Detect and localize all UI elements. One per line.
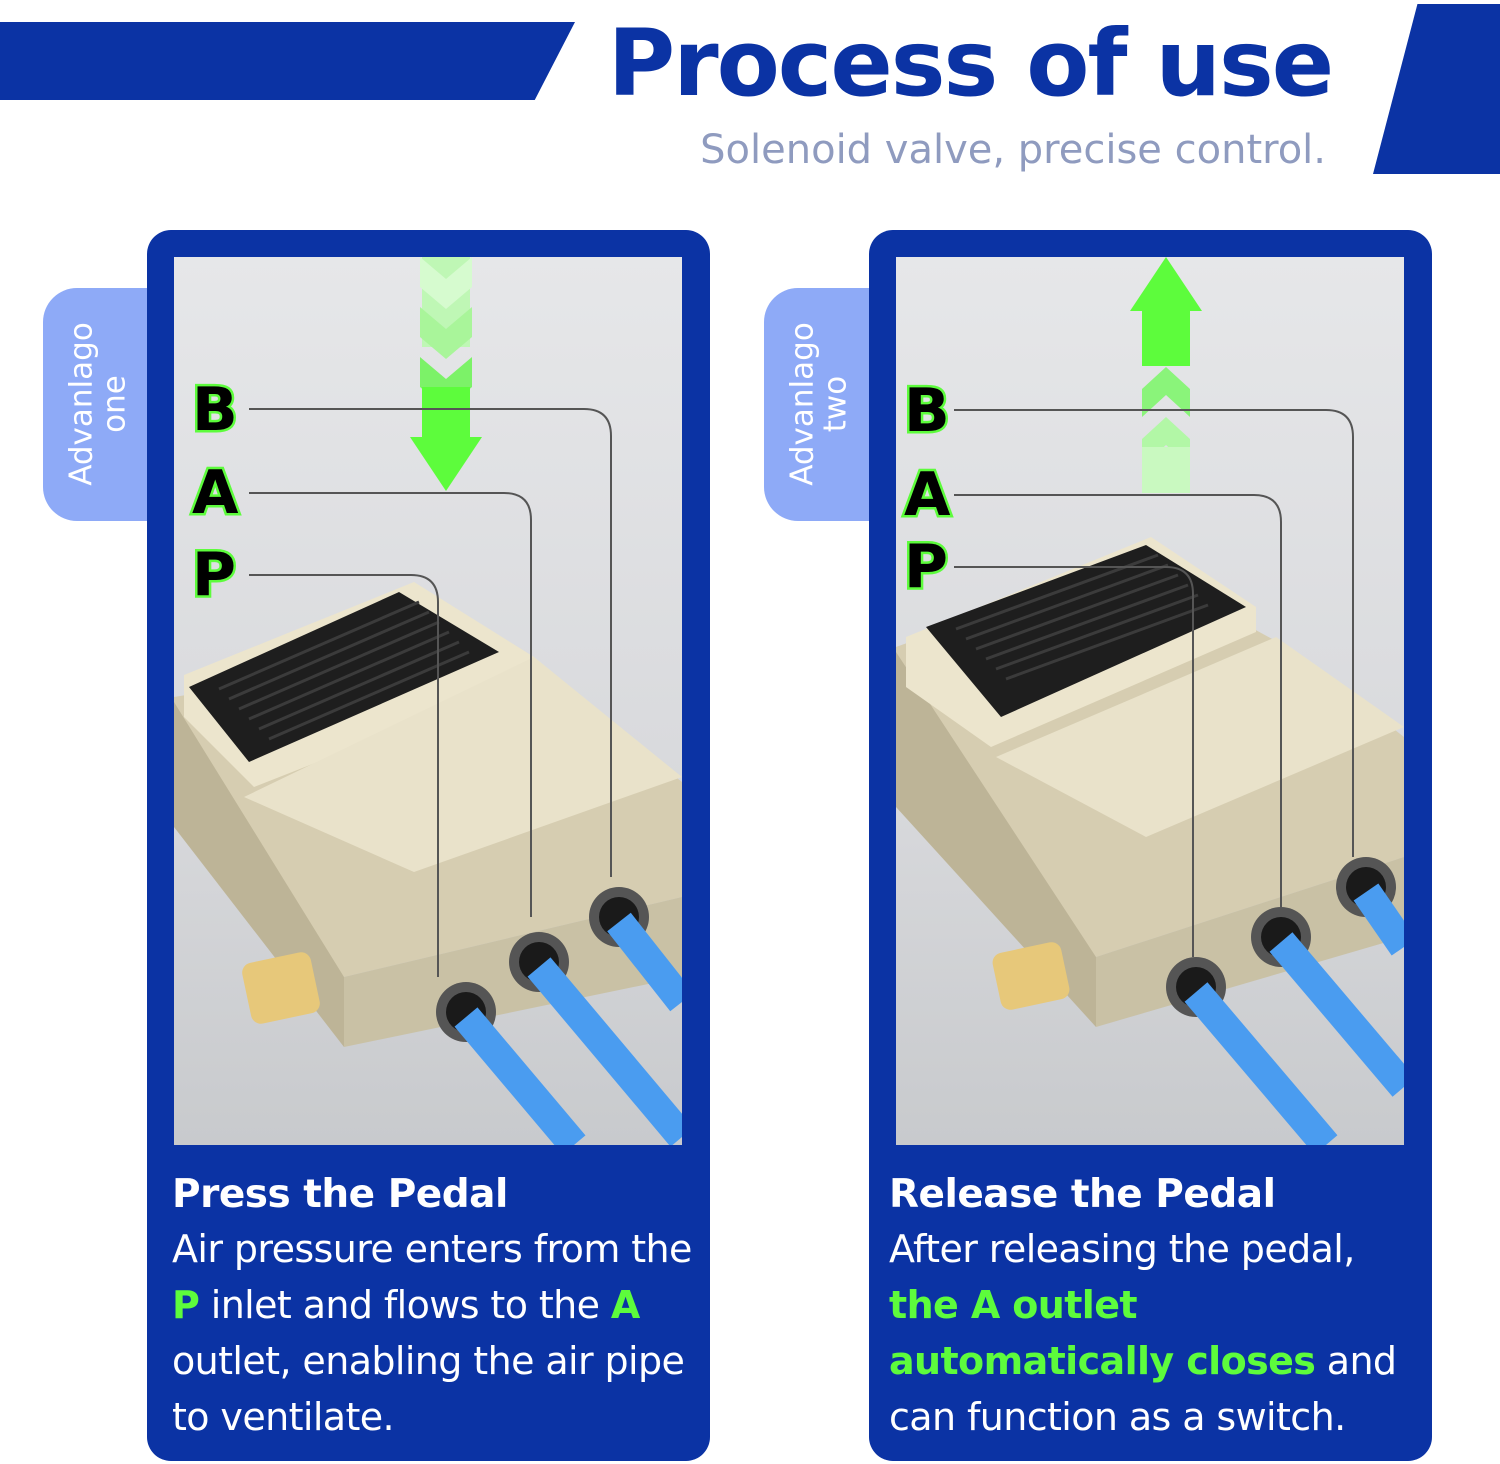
step-caption-two: Release the Pedal After releasing the pe… [889, 1170, 1429, 1446]
port-label-a: A [904, 460, 951, 530]
step-card-one: B A P Press the Pedal Air pressure enter… [147, 230, 710, 1461]
foot-pedal-valve [896, 537, 1404, 1027]
highlight-outlet-closes: the A outlet automatically closes [889, 1282, 1316, 1384]
highlight-a: A [610, 1282, 640, 1327]
step-tab-one: Advanlago one [43, 288, 153, 521]
step-description: Air pressure enters from the P inlet and… [172, 1226, 692, 1440]
air-tubes [454, 912, 682, 1145]
port-label-p: P [904, 532, 948, 602]
arrow-down-icon [410, 257, 482, 491]
header-band-right [1373, 4, 1500, 174]
arrow-up-icon [1130, 257, 1202, 493]
step-card-two: B A P Release the Pedal After releasing … [869, 230, 1432, 1461]
step-caption-one: Press the Pedal Air pressure enters from… [172, 1170, 702, 1446]
step-title: Press the Pedal [172, 1172, 508, 1217]
port-label-b: B [904, 376, 950, 446]
highlight-p: P [172, 1282, 200, 1327]
header-band-left [0, 22, 575, 100]
port-leader-lines [954, 409, 1354, 957]
step-tab-two: Advanlago two [764, 288, 874, 521]
page-subtitle: Solenoid valve, precise control. [700, 127, 1326, 173]
air-tubes [1184, 883, 1404, 1145]
port-label-a: A [192, 458, 239, 528]
foot-pedal-valve-image-pressed: B A P [174, 257, 682, 1145]
foot-pedal-valve [174, 582, 682, 1047]
step-title: Release the Pedal [889, 1172, 1276, 1217]
step-tab-label: Advanlago two [784, 322, 853, 486]
port-leader-lines [249, 408, 612, 977]
step-tab-label: Advanlago one [63, 322, 132, 486]
page-title: Process of use [607, 10, 1334, 117]
port-label-b: B [192, 375, 238, 445]
step-description: After releasing the pedal, the A outlet … [889, 1226, 1397, 1440]
foot-pedal-valve-image-released: B A P [896, 257, 1404, 1145]
port-label-p: P [192, 540, 236, 610]
